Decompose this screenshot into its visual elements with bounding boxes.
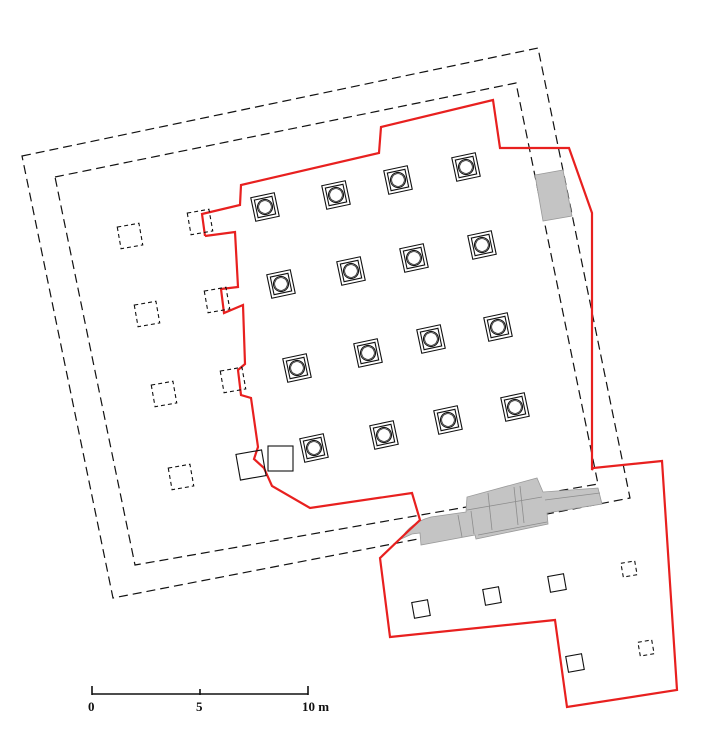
reconstructed-bases — [116, 208, 655, 657]
paving-slab-east — [534, 169, 573, 222]
base — [565, 653, 585, 673]
column-base — [416, 324, 446, 354]
base — [267, 445, 294, 472]
reconstructed-base — [620, 560, 638, 578]
excavated-wall-main — [200, 98, 679, 709]
base — [235, 449, 267, 481]
scale-label-10m: 10 m — [302, 699, 330, 714]
column-base — [483, 312, 513, 342]
column-base — [500, 392, 530, 422]
column-base — [467, 230, 497, 260]
column-base — [353, 338, 383, 368]
column-base — [399, 243, 429, 273]
base — [482, 586, 502, 606]
columns — [250, 152, 530, 463]
reconstructed-base — [167, 463, 195, 491]
outer-dashed-wall — [21, 47, 631, 599]
reconstructed-base — [219, 366, 247, 394]
scale-bar — [91, 686, 309, 695]
solid-bases — [235, 445, 585, 673]
reconstructed-base — [637, 639, 655, 657]
base — [411, 599, 431, 619]
scale-label-5: 5 — [196, 699, 203, 714]
reconstructed-base — [186, 208, 214, 236]
reconstructed-base — [203, 286, 231, 314]
column-base — [299, 433, 329, 463]
column-base — [383, 165, 413, 195]
scale-label-0: 0 — [88, 699, 95, 714]
base — [547, 573, 567, 593]
column-base — [321, 180, 351, 210]
column-base — [266, 269, 296, 299]
column-base — [451, 152, 481, 182]
column-base — [282, 353, 312, 383]
inner-dashed-wall — [54, 82, 599, 566]
entrance-paving — [400, 477, 603, 546]
reconstructed-base — [116, 222, 144, 250]
reconstructed-base — [133, 300, 161, 328]
reconstructed-base — [150, 380, 178, 408]
column-base — [336, 256, 366, 286]
column-base — [369, 420, 399, 450]
column-base — [433, 405, 463, 435]
column-base — [250, 192, 280, 222]
